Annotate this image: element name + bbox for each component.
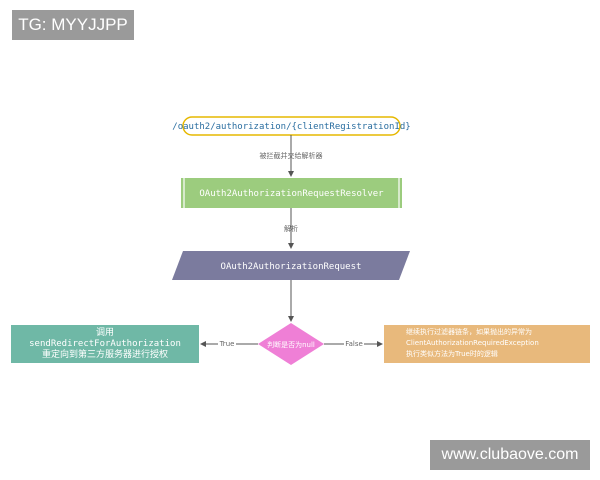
continue-line3: 执行类似方法为True时的逻辑 <box>406 350 498 358</box>
watermark-bottom-right: www.clubaove.com <box>430 440 590 470</box>
decision-node <box>258 323 324 365</box>
continue-chain-box: 继续执行过滤器链条，如果抛出的异常为 ClientAuthorizationRe… <box>384 325 590 363</box>
continue-line1: 继续执行过滤器链条，如果抛出的异常为 <box>406 328 532 336</box>
watermark-top-left: TG: MYYJJPP <box>12 10 134 40</box>
request-node-label: OAuth2AuthorizationRequest <box>221 262 362 272</box>
resolver-node <box>181 178 402 208</box>
edge1-label: 被拦截并交给解析器 <box>260 151 323 160</box>
redirect-line3: 重定向到第三方服务器进行授权 <box>41 349 168 360</box>
request-node <box>172 251 410 280</box>
resolver-node-label: OAuth2AuthorizationRequestResolver <box>199 189 384 199</box>
false-label: False <box>345 340 363 348</box>
continue-line2: ClientAuthorizationRequiredException <box>406 339 539 347</box>
start-node-label: /oauth2/authorization/{clientRegistratio… <box>172 122 410 132</box>
redirect-line1: 调用 <box>95 327 114 338</box>
redirect-action-box: 调用 sendRedirectForAuthorization 重定向到第三方服… <box>11 325 199 363</box>
true-label: True <box>219 340 235 348</box>
edge2-label: 解析 <box>284 224 298 233</box>
redirect-line2: sendRedirectForAuthorization <box>29 338 181 349</box>
decision-node-label: 判断是否为null <box>267 340 315 349</box>
